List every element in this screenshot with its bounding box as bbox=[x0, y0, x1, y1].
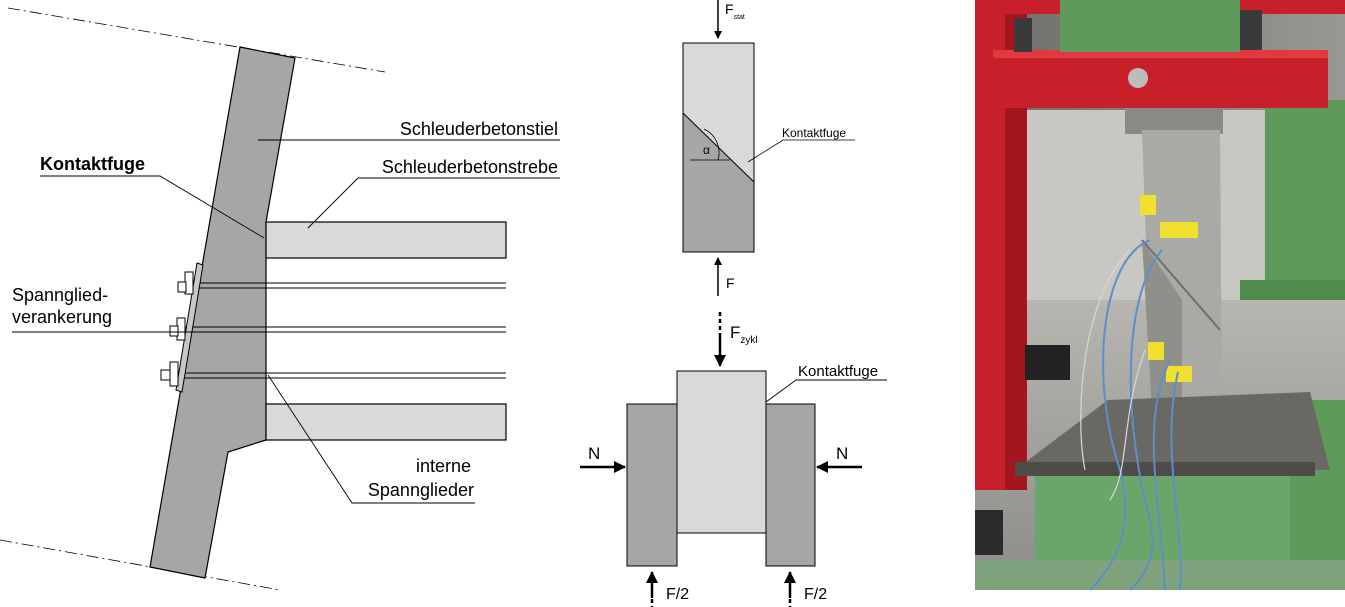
static-force-label-top: Fstat bbox=[725, 1, 745, 21]
anchor-plate bbox=[175, 262, 204, 393]
leader-lines bbox=[12, 139, 560, 504]
internal-tendons bbox=[172, 282, 506, 379]
cyclic-contact-joint-leader bbox=[765, 379, 887, 403]
static-shear-test-diagram: α Kontaktfuge Fstat F bbox=[682, 0, 855, 296]
angle-arc bbox=[703, 128, 720, 161]
anchor-nuts bbox=[160, 271, 194, 387]
half-force-label-right: F/2 bbox=[804, 586, 827, 603]
cyclic-shear-test-diagram: Fzykl Kontaktfuge N N F/2 F/2 bbox=[580, 312, 887, 607]
yellow-tape-2 bbox=[1160, 222, 1198, 238]
cyclic-contact-joint-label: Kontaktfuge bbox=[798, 363, 878, 380]
label-internal-tendons-line2: Spannglieder bbox=[368, 480, 474, 500]
normal-force-label-left: N bbox=[588, 444, 600, 463]
cyclic-side-block-right bbox=[765, 403, 816, 567]
angle-symbol: α bbox=[703, 143, 710, 157]
brace-top-flange bbox=[265, 221, 507, 259]
green-machine-right bbox=[1265, 100, 1345, 310]
label-internal-tendons-line1: interne bbox=[416, 456, 471, 476]
green-upper-column bbox=[1060, 0, 1240, 52]
cyclic-force-label-top: Fzykl bbox=[730, 323, 758, 346]
label-tendon-anchorage-line2: verankerung bbox=[12, 307, 112, 327]
label-spun-concrete-brace: Schleuderbetonstrebe bbox=[382, 157, 558, 177]
static-specimen-lower-part bbox=[683, 113, 754, 252]
normal-force-label-right: N bbox=[836, 444, 848, 463]
static-force-label-bottom: F bbox=[726, 275, 735, 291]
static-contact-joint-leader bbox=[747, 139, 855, 163]
yellow-tape-4 bbox=[1166, 366, 1192, 382]
test-setup-photo bbox=[975, 0, 1345, 591]
static-contact-joint-label: Kontaktfuge bbox=[782, 126, 846, 140]
half-force-label-left: F/2 bbox=[666, 586, 689, 603]
spun-concrete-column bbox=[149, 46, 296, 579]
sensor-cables bbox=[1089, 239, 1182, 591]
red-machine-crossbeam bbox=[993, 50, 1328, 108]
label-contact-joint-bold: Kontaktfuge bbox=[40, 154, 145, 174]
cyclic-side-block-left bbox=[626, 403, 678, 567]
label-spun-concrete-column: Schleuderbetonstiel bbox=[400, 119, 558, 139]
green-base-block bbox=[1035, 470, 1290, 560]
brace-bottom-flange bbox=[265, 403, 507, 441]
cyclic-center-block bbox=[676, 370, 767, 534]
outline-dash-bottom bbox=[0, 539, 281, 591]
outline-dash-top bbox=[7, 7, 386, 73]
left-connection-diagram: Schleuderbetonstiel Schleuderbetonstrebe… bbox=[0, 7, 560, 591]
yellow-tape-1 bbox=[1140, 195, 1156, 215]
label-tendon-anchorage-line1: Spannglied- bbox=[12, 285, 108, 305]
yellow-tape-3 bbox=[1148, 342, 1164, 360]
steel-base-plate bbox=[1015, 392, 1330, 470]
